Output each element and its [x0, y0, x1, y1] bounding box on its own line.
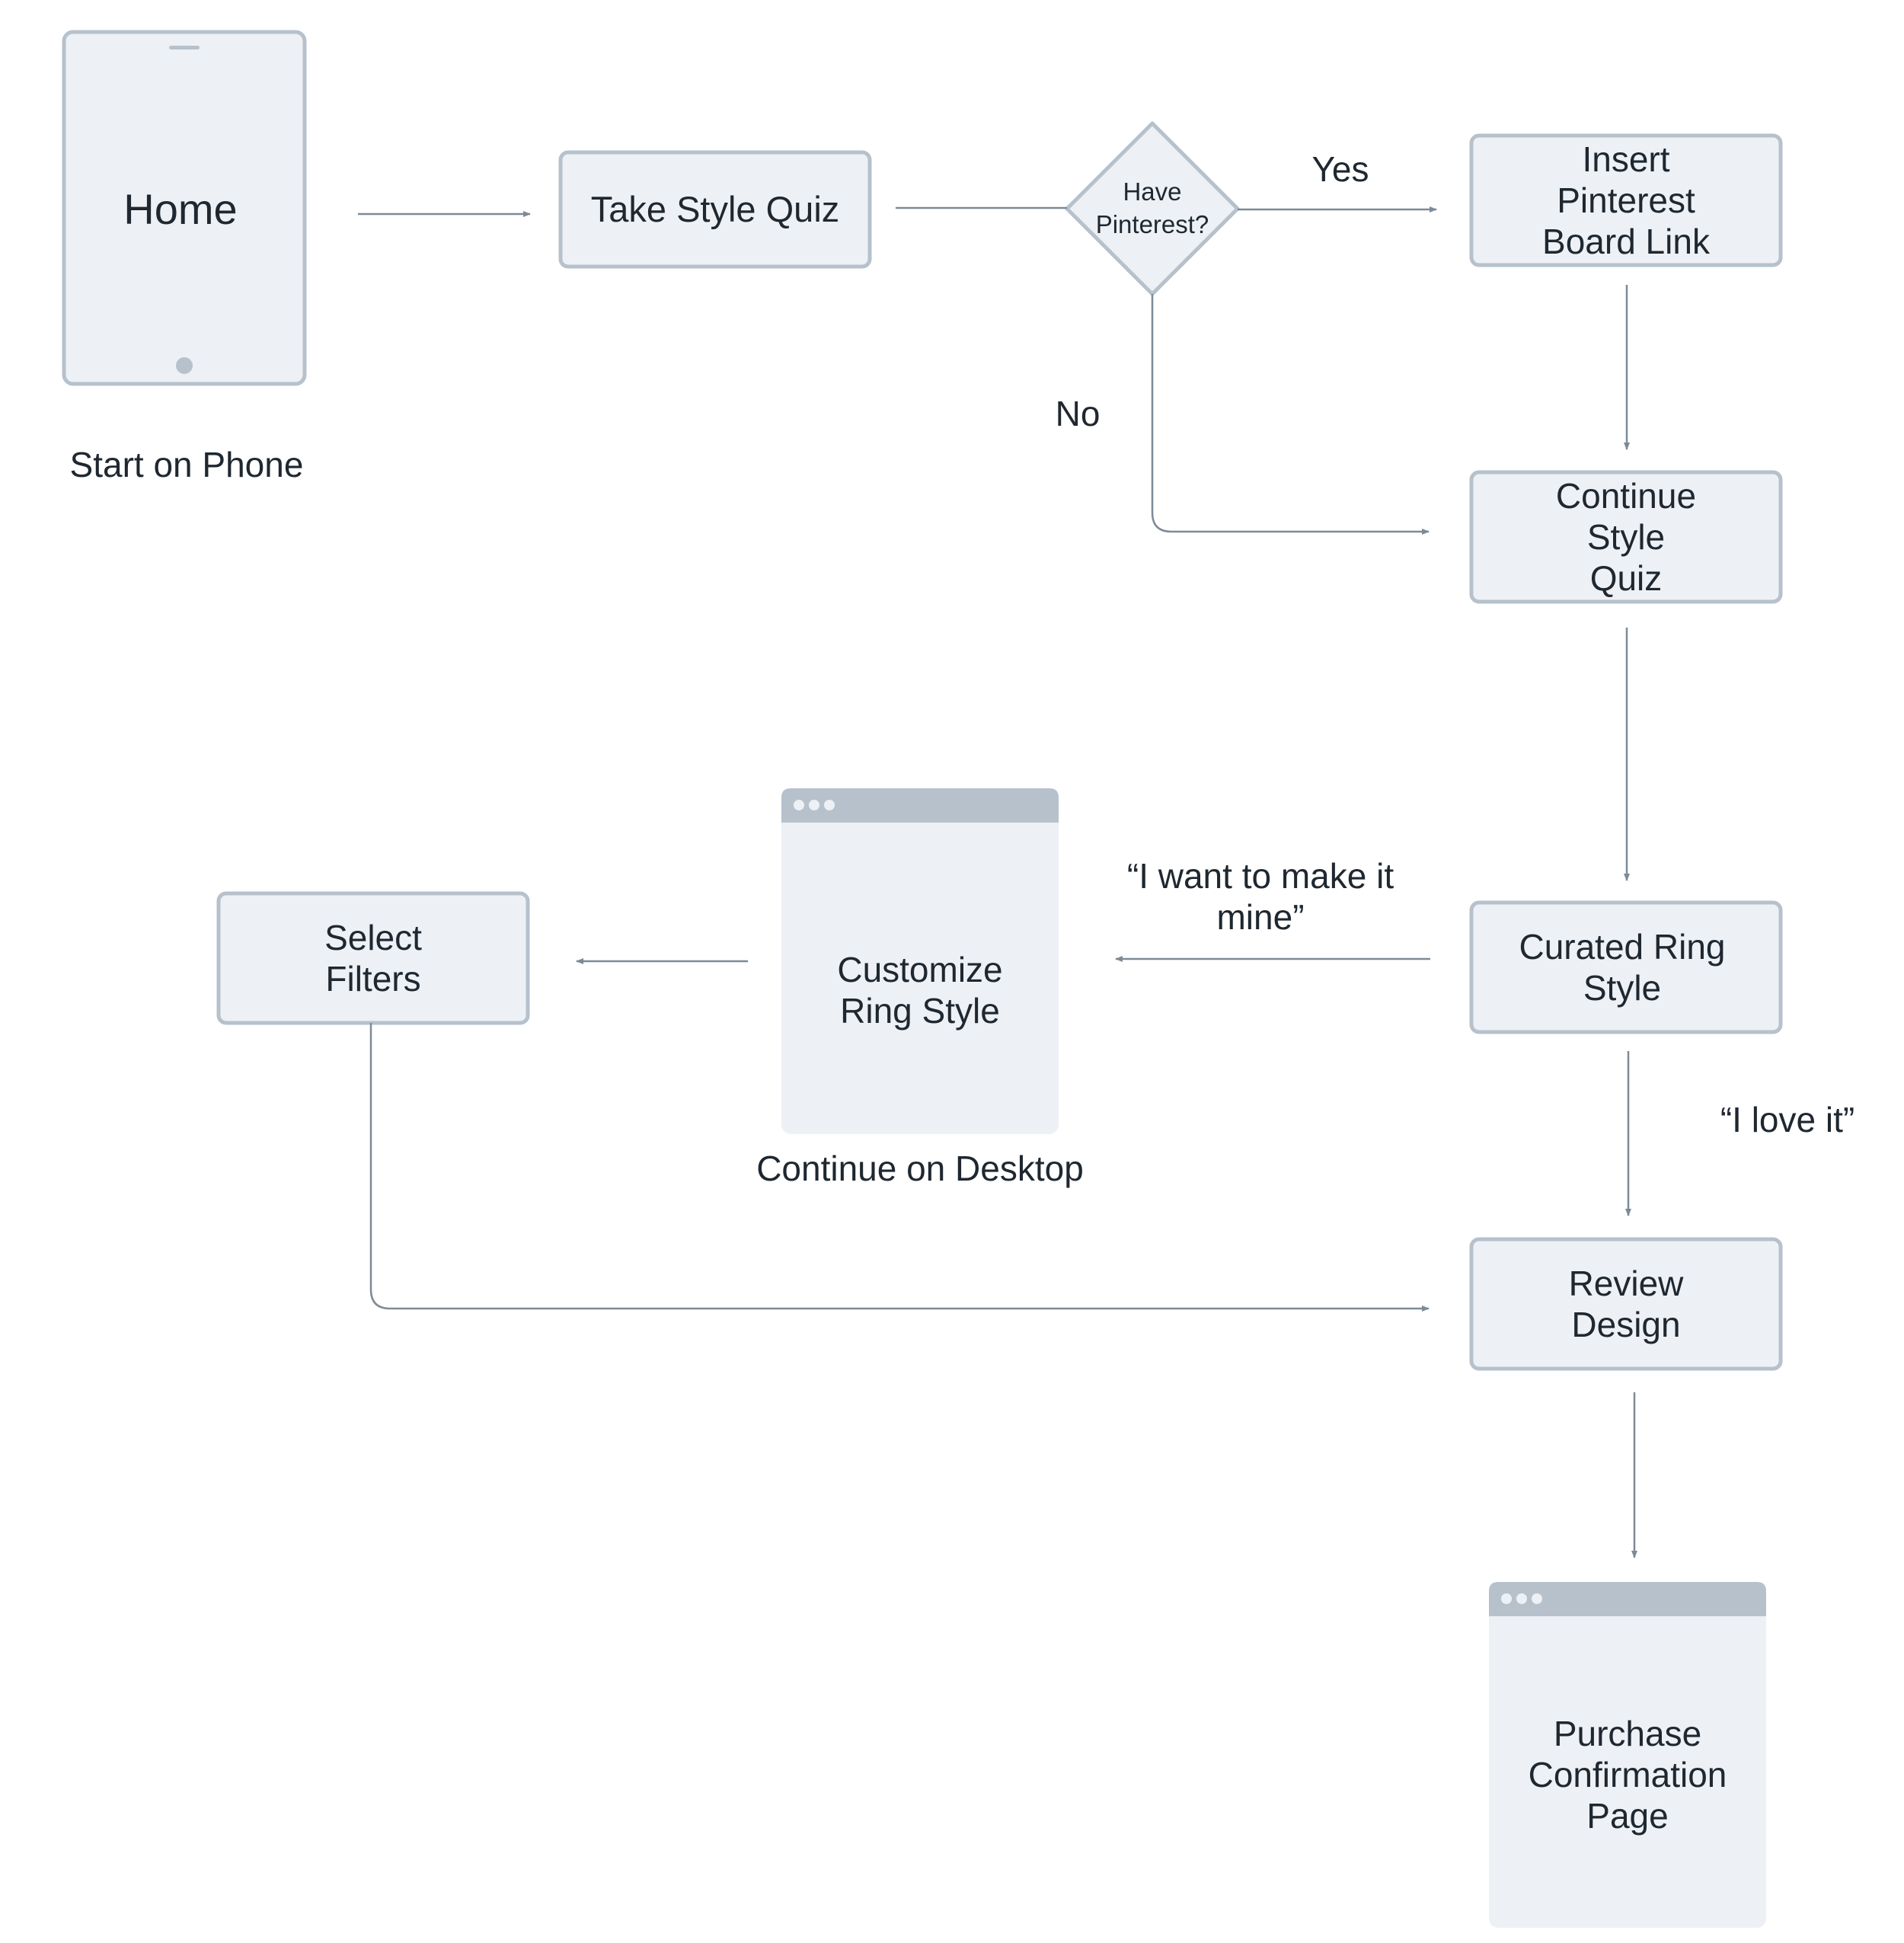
- customize-ring-style-label: Customize Ring Style: [837, 949, 1003, 1031]
- take-style-quiz-label: Take Style Quiz: [590, 188, 840, 229]
- select-filters-box: [216, 891, 530, 1025]
- select-filters-label: Select Filters: [324, 917, 422, 999]
- no-edge-label: No: [1055, 394, 1101, 433]
- connector-no-to-continue: [1151, 294, 1430, 535]
- yes-edge-label: Yes: [1311, 149, 1369, 189]
- review-design-box: [1469, 1237, 1783, 1371]
- home-label: Home: [123, 185, 238, 234]
- purchase-browser-window: [1489, 1582, 1766, 1928]
- start-on-phone-caption: Start on Phone: [69, 445, 304, 484]
- review-design-label: Review Design: [1568, 1263, 1684, 1344]
- continue-style-quiz-box: [1469, 470, 1783, 604]
- have-pinterest-label: Have Pinterest?: [1095, 177, 1209, 238]
- desktop-browser-window: [781, 788, 1059, 1134]
- insert-pinterest-board-link-label: Insert Pinterest Board Link: [1542, 139, 1710, 262]
- curated-ring-style-box: [1469, 900, 1783, 1034]
- phone-frame-icon: [62, 30, 307, 386]
- love-it-edge-label: “I love it”: [1720, 1100, 1855, 1139]
- curated-ring-style-label: Curated Ring Style: [1519, 926, 1726, 1008]
- take-style-quiz-box: [558, 150, 872, 269]
- continue-style-quiz-label: Continue Style Quiz: [1555, 475, 1697, 599]
- make-it-mine-edge-label: “I want to make it mine”: [1126, 856, 1394, 938]
- connector-filters-to-review: [369, 1023, 1430, 1312]
- insert-pinterest-board-link-box: [1469, 133, 1783, 267]
- continue-on-desktop-caption: Continue on Desktop: [756, 1149, 1084, 1188]
- purchase-confirmation-page-label: Purchase Confirmation Page: [1528, 1713, 1727, 1836]
